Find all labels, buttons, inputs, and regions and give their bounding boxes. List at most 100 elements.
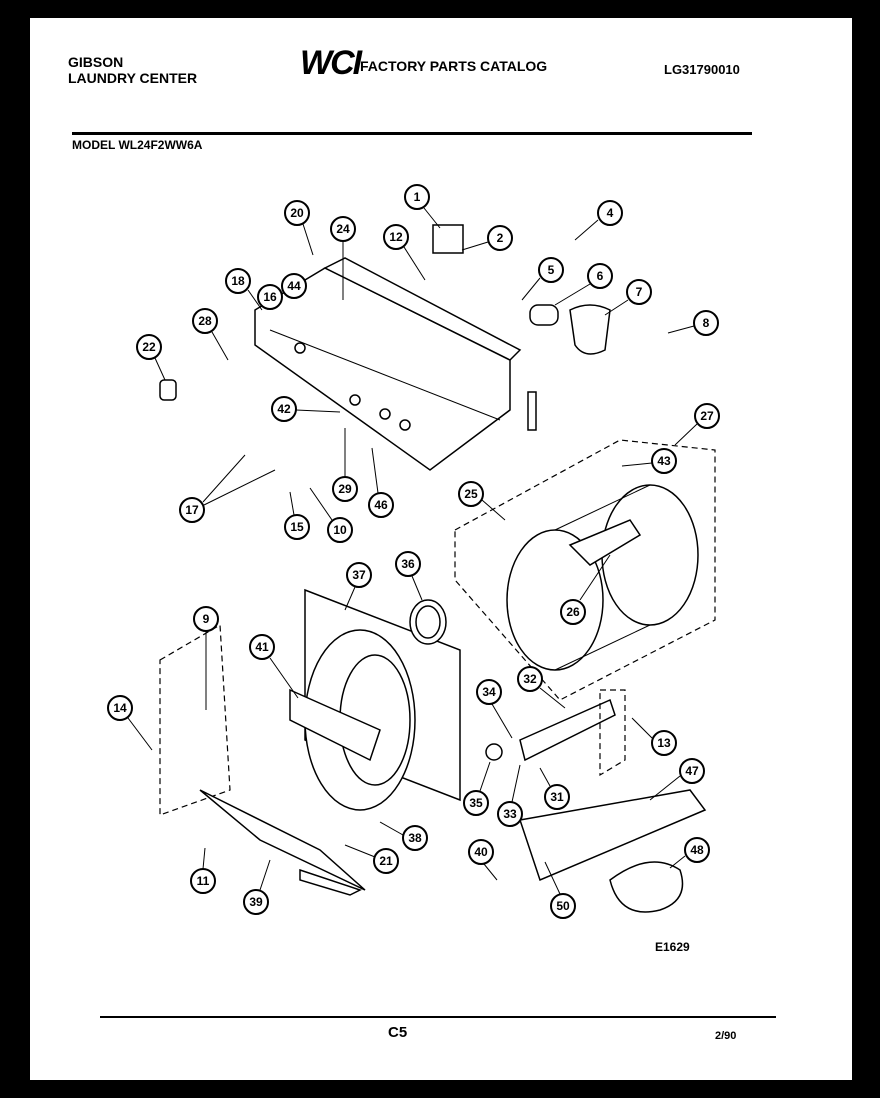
model-label: MODEL WL24F2WW6A xyxy=(72,138,203,152)
callout-46: 46 xyxy=(368,492,394,518)
svg-text:2: 2 xyxy=(497,231,504,245)
svg-text:48: 48 xyxy=(690,843,704,857)
callout-50: 50 xyxy=(550,893,576,919)
drum-drawing xyxy=(454,439,716,701)
svg-text:36: 36 xyxy=(401,557,415,571)
callout-bubbles: 1 2 4 5 6 7 8 9 10 11 12 13 14 15 16 17 … xyxy=(107,184,720,919)
callout-44: 44 xyxy=(281,273,307,299)
callout-48: 48 xyxy=(684,837,710,863)
brand-block: GIBSON LAUNDRY CENTER xyxy=(68,54,197,86)
callout-24: 24 xyxy=(330,216,356,242)
svg-text:22: 22 xyxy=(142,340,156,354)
svg-text:10: 10 xyxy=(333,523,347,537)
part-number: LG31790010 xyxy=(664,62,740,77)
callout-42: 42 xyxy=(271,396,297,422)
wci-logo: WCI xyxy=(300,44,362,82)
callout-35: 35 xyxy=(463,790,489,816)
svg-text:18: 18 xyxy=(231,274,245,288)
callout-12: 12 xyxy=(383,224,409,250)
svg-text:24: 24 xyxy=(336,222,350,236)
svg-text:8: 8 xyxy=(703,316,710,330)
callout-7: 7 xyxy=(626,279,652,305)
svg-text:42: 42 xyxy=(277,402,291,416)
control-panel-drawing xyxy=(159,224,611,471)
svg-text:46: 46 xyxy=(374,498,388,512)
svg-text:5: 5 xyxy=(548,263,555,277)
callout-18: 18 xyxy=(225,268,251,294)
callout-15: 15 xyxy=(284,514,310,540)
svg-text:29: 29 xyxy=(338,482,352,496)
callout-38: 38 xyxy=(402,825,428,851)
svg-text:21: 21 xyxy=(379,854,393,868)
svg-text:34: 34 xyxy=(482,685,496,699)
callout-1: 1 xyxy=(404,184,430,210)
callout-43: 43 xyxy=(651,448,677,474)
svg-text:7: 7 xyxy=(636,285,643,299)
svg-text:27: 27 xyxy=(700,409,714,423)
svg-text:6: 6 xyxy=(597,269,604,283)
svg-text:37: 37 xyxy=(352,568,366,582)
svg-text:31: 31 xyxy=(550,790,564,804)
callout-25: 25 xyxy=(458,481,484,507)
callout-40: 40 xyxy=(468,839,494,865)
callout-47: 47 xyxy=(679,758,705,784)
svg-text:11: 11 xyxy=(197,874,210,888)
svg-text:38: 38 xyxy=(408,831,422,845)
svg-text:26: 26 xyxy=(566,605,580,619)
left-panel-drawing xyxy=(159,623,366,896)
brand-name: GIBSON xyxy=(68,54,124,70)
svg-text:12: 12 xyxy=(389,230,403,244)
callout-17: 17 xyxy=(179,497,205,523)
svg-text:47: 47 xyxy=(685,764,699,778)
callout-6: 6 xyxy=(587,263,613,289)
callout-31: 31 xyxy=(544,784,570,810)
svg-text:28: 28 xyxy=(198,314,212,328)
print-date: 2/90 xyxy=(715,1030,737,1042)
callout-21: 21 xyxy=(373,848,399,874)
svg-text:25: 25 xyxy=(464,487,478,501)
callout-34: 34 xyxy=(476,679,502,705)
callout-11: 11 xyxy=(190,868,216,894)
callout-10: 10 xyxy=(327,517,353,543)
svg-text:35: 35 xyxy=(469,796,483,810)
callout-33: 33 xyxy=(497,801,523,827)
svg-text:44: 44 xyxy=(287,279,301,293)
svg-text:9: 9 xyxy=(203,612,210,626)
svg-text:39: 39 xyxy=(249,895,263,909)
svg-text:40: 40 xyxy=(474,845,488,859)
callout-37: 37 xyxy=(346,562,372,588)
callout-28: 28 xyxy=(192,308,218,334)
svg-text:15: 15 xyxy=(290,520,304,534)
svg-text:14: 14 xyxy=(113,701,127,715)
callout-14: 14 xyxy=(107,695,133,721)
svg-text:4: 4 xyxy=(607,206,614,220)
callout-22: 22 xyxy=(136,334,162,360)
callout-9: 9 xyxy=(193,606,219,632)
callout-4: 4 xyxy=(597,200,623,226)
callout-26: 26 xyxy=(560,599,586,625)
svg-text:41: 41 xyxy=(255,640,269,654)
callout-32: 32 xyxy=(517,666,543,692)
svg-text:32: 32 xyxy=(523,672,537,686)
callout-20: 20 xyxy=(284,200,310,226)
callout-13: 13 xyxy=(651,730,677,756)
svg-text:13: 13 xyxy=(657,736,671,750)
callout-29: 29 xyxy=(332,476,358,502)
callout-16: 16 xyxy=(257,284,283,310)
brand-product: LAUNDRY CENTER xyxy=(68,70,198,86)
callout-27: 27 xyxy=(694,403,720,429)
callout-5: 5 xyxy=(538,257,564,283)
header-rule xyxy=(72,132,752,135)
footer-rule xyxy=(100,1016,776,1018)
svg-text:50: 50 xyxy=(556,899,570,913)
svg-text:17: 17 xyxy=(185,503,199,517)
page-code: C5 xyxy=(388,1024,408,1041)
catalog-title: FACTORY PARTS CATALOG xyxy=(360,58,548,74)
callout-8: 8 xyxy=(693,310,719,336)
heater-drawing xyxy=(485,689,707,913)
bulkhead-drawing xyxy=(289,588,461,811)
figure-code: E1629 xyxy=(655,940,690,954)
svg-text:20: 20 xyxy=(290,206,304,220)
callout-2: 2 xyxy=(487,225,513,251)
